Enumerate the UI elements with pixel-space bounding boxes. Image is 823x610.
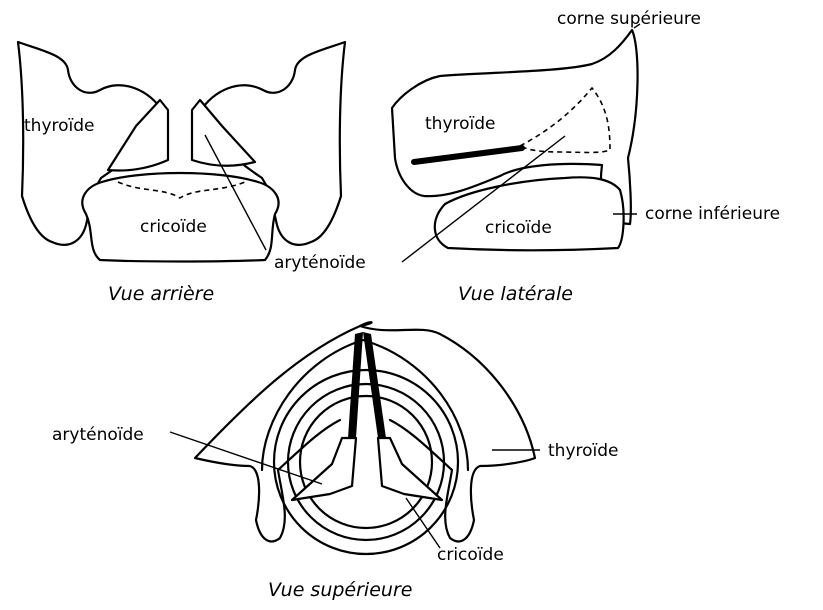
superior-view-caption: Vue supérieure [268, 579, 412, 601]
back-view-caption: Vue arrière [108, 283, 214, 305]
back-view-arytenoid-right-shape [192, 100, 255, 166]
lateral-view-inferior-horn-label: corne inférieure [645, 204, 780, 224]
lateral-view-superior-horn-label: corne supérieure [557, 9, 701, 29]
back-view-cricoid-label: cricoïde [140, 217, 207, 237]
superior-view-cricoid-label: cricoïde [437, 545, 504, 565]
superior-view-cricoid-outer-ring [274, 370, 458, 554]
superior-view-thyroid-shape [195, 322, 535, 541]
superior-view: aryténoïde thyroïde cricoïde Vue supérie… [52, 322, 619, 601]
superior-view-cricoid-inner-ring [288, 384, 444, 540]
back-view-arytenoid-left-shape [108, 100, 168, 171]
lateral-view-cricoid-shape [435, 177, 624, 250]
lateral-view-caption: Vue latérale [458, 283, 573, 305]
lateral-view-thyroid-dashed-edge [520, 88, 610, 153]
lateral-view: corne supérieure thyroïde cricoïde corne… [392, 9, 780, 305]
superior-view-arytenoid-label: aryténoïde [52, 425, 144, 445]
back-view-thyroid-label: thyroïde [24, 116, 95, 136]
shared-arytenoid-label: aryténoïde [274, 253, 366, 273]
lateral-view-cricoid-label: cricoïde [485, 218, 552, 238]
superior-view-thyroid-label: thyroïde [548, 441, 619, 461]
lateral-view-thyroid-label: thyroïde [425, 114, 496, 134]
lateral-view-vocal-fold [414, 148, 522, 162]
